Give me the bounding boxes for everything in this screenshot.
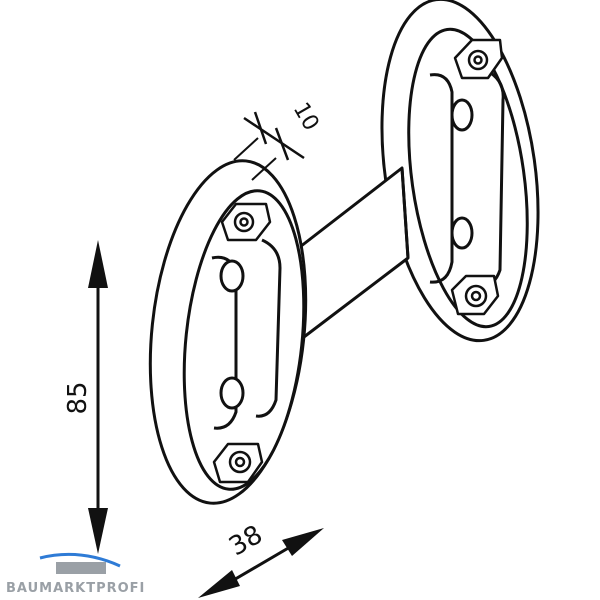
left-plate-hole-lower [219, 376, 245, 410]
height-arrow-top [88, 240, 108, 288]
width-dimension: 38 [198, 520, 324, 598]
left-plate-top-clip [220, 202, 272, 242]
depth-extension-left [233, 137, 259, 161]
depth-tick-left [253, 111, 268, 145]
arm-top-face [294, 166, 410, 342]
left-plate-bottom-clip [212, 442, 264, 484]
width-label: 38 [224, 520, 268, 563]
left-plate-rib-left [211, 255, 238, 430]
left-mounting-plate [148, 159, 308, 505]
right-mounting-plate [380, 0, 540, 343]
connecting-arm [294, 166, 410, 342]
right-plate-bottom-clip [450, 274, 500, 316]
brand-name: BAUMARKTPROFI [6, 581, 145, 596]
height-arrow-bottom [88, 508, 108, 554]
depth-label: 10 [288, 98, 324, 135]
left-plate-rib-right [255, 238, 282, 418]
left-plate-face [182, 189, 306, 491]
width-arrow-right [282, 528, 324, 556]
brand-logo-bar [56, 562, 106, 574]
height-label: 85 [63, 381, 93, 414]
height-dimension: 85 [63, 240, 108, 554]
right-plate-rib-left [429, 73, 454, 284]
depth-tick-right [274, 127, 290, 161]
right-plate-face [407, 27, 529, 329]
arm-edge [400, 167, 410, 259]
right-plate-hole-upper [450, 98, 474, 132]
right-plate-top-clip [453, 38, 504, 80]
brand-logo-swoosh [39, 552, 121, 568]
left-plate-hole-upper [219, 259, 245, 293]
right-plate-hole-lower [450, 216, 474, 250]
depth-dimension-line [243, 116, 305, 160]
depth-extension-right [251, 157, 277, 181]
brand-watermark: BAUMARKTPROFI [6, 552, 145, 596]
width-arrow-left [198, 570, 240, 598]
